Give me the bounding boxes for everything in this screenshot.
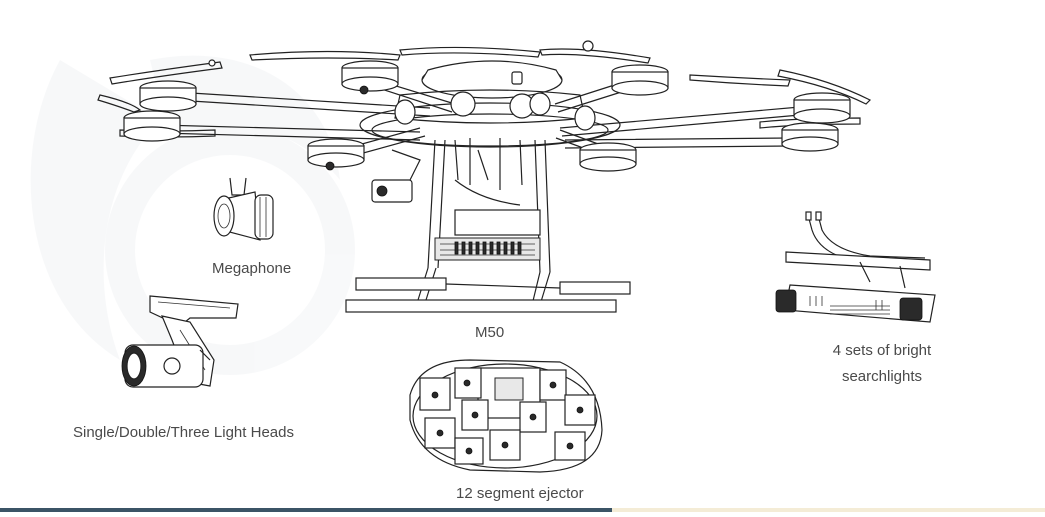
- motor-units: [123, 60, 851, 172]
- megaphone-drawing: [213, 177, 274, 241]
- bottom-accent-bar: [0, 508, 612, 512]
- light-heads-caption: Single/Double/Three Light Heads: [73, 424, 294, 441]
- ejector-caption: 12 segment ejector: [456, 485, 584, 502]
- ejector-drawing: [409, 359, 603, 473]
- searchlights-caption-line2: searchlights: [841, 368, 923, 385]
- searchlights-drawing: [775, 211, 936, 323]
- searchlights-caption-line1: 4 sets of bright: [832, 342, 932, 359]
- bottom-accent-bar-light: [612, 508, 1045, 512]
- light-head-gimbal-drawing: [121, 295, 239, 388]
- m50-drone-drawing: [97, 40, 872, 313]
- m50-caption: M50: [475, 324, 505, 341]
- megaphone-caption: Megaphone: [212, 260, 292, 277]
